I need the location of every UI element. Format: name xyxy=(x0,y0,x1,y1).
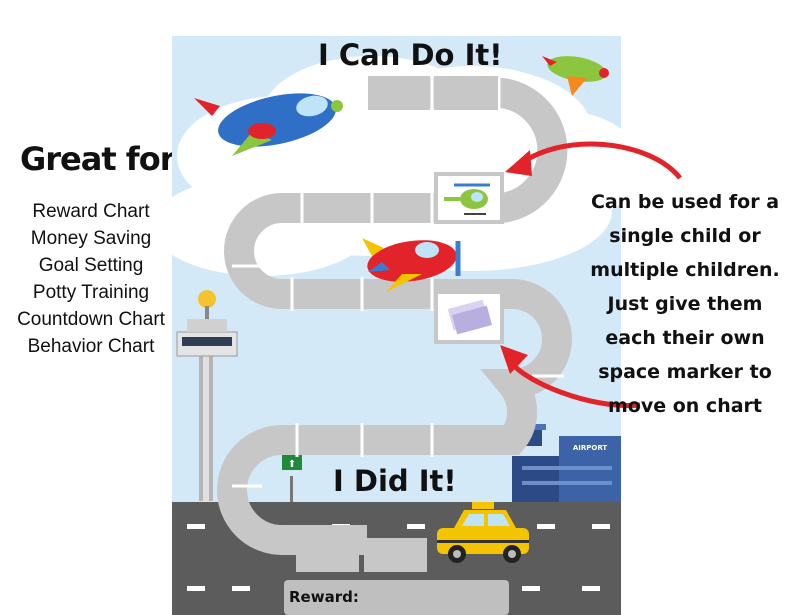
ticket-square xyxy=(434,290,504,344)
control-tower xyxy=(176,290,238,501)
reward-box xyxy=(284,580,509,615)
use-item: Goal Setting xyxy=(38,255,144,276)
end-squares xyxy=(296,538,427,572)
red-plane xyxy=(362,238,461,292)
board-illustration: AIRPORT ✈ ⬆ xyxy=(172,36,621,615)
chart-board: AIRPORT ✈ ⬆ xyxy=(172,36,621,615)
callout-line: each their own xyxy=(605,327,765,349)
callout-line: Can be used for a xyxy=(590,191,780,213)
taxi xyxy=(437,502,529,563)
helicopter-square xyxy=(434,172,504,224)
use-item: Potty Training xyxy=(32,282,150,303)
callout-line: move on chart xyxy=(608,395,762,417)
callout-line: single child or xyxy=(609,225,761,247)
reward-label: Reward: xyxy=(289,588,359,606)
callout-line: Just give them xyxy=(607,293,763,315)
path-dividers xyxy=(232,76,564,488)
start-squares xyxy=(368,76,498,110)
arrow-head-bottom xyxy=(500,345,528,374)
callout-line: multiple children. xyxy=(590,259,780,281)
game-path xyxy=(217,78,572,555)
use-item: Money Saving xyxy=(30,228,152,249)
great-for-heading: Great for: xyxy=(20,140,187,178)
arrow-head-top xyxy=(505,150,532,176)
use-item: Behavior Chart xyxy=(27,336,155,357)
green-plane xyxy=(542,56,609,96)
use-item: Reward Chart xyxy=(32,201,150,222)
callout-line: space marker to xyxy=(598,361,772,383)
callout-text: Can be used for a single child or multip… xyxy=(590,185,780,423)
blue-plane xyxy=(194,93,343,156)
finish-title: I Did It! xyxy=(333,464,457,498)
svg-text:⬆: ⬆ xyxy=(288,459,296,470)
uses-list: Reward Chart Money Saving Goal Setting P… xyxy=(6,198,176,360)
board-title: I Can Do It! xyxy=(318,38,503,72)
arrow-to-helicopter xyxy=(513,141,682,180)
airport-sign: AIRPORT xyxy=(573,444,608,452)
use-item: Countdown Chart xyxy=(17,309,165,330)
